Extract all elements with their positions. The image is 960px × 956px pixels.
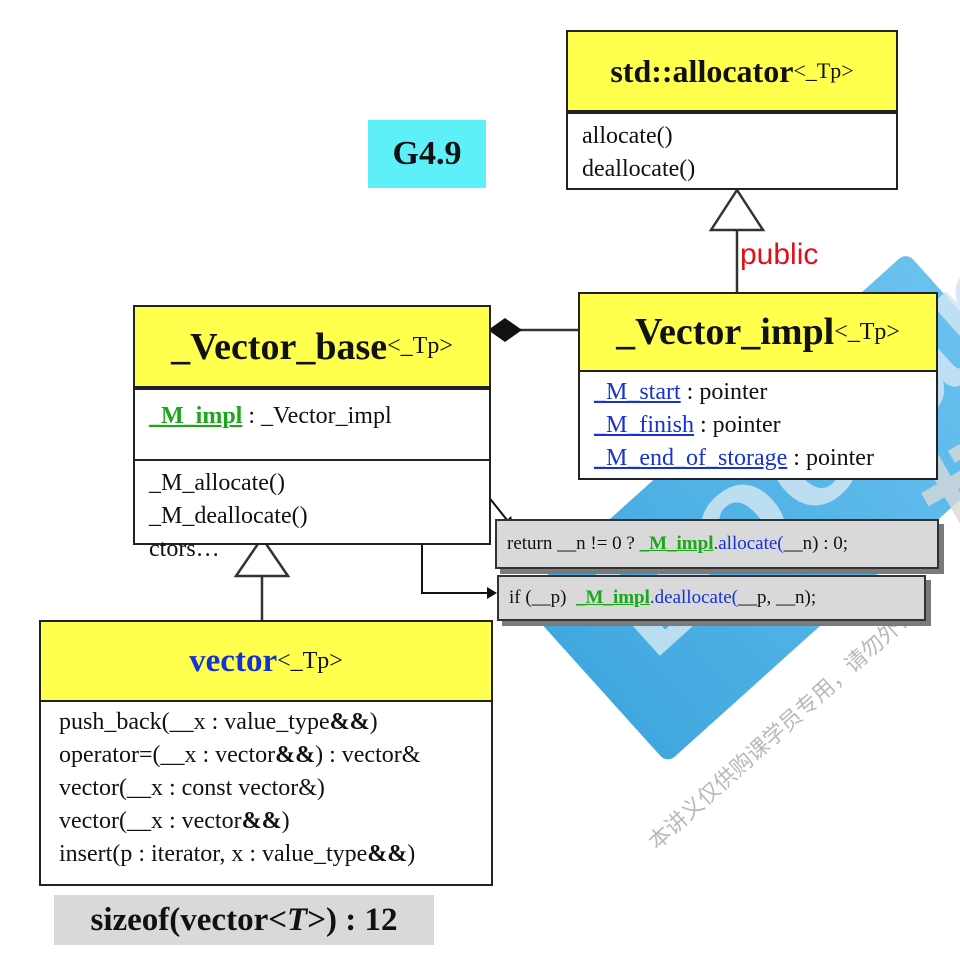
inheritance-triangle-allocator: [708, 187, 766, 232]
code-impl: _M_impl: [576, 587, 650, 608]
member-type: : pointer: [680, 379, 768, 405]
allocator-class-box: std::allocator <_Tp> allocate() dealloca…: [566, 30, 898, 190]
code-call: .deallocate(: [649, 587, 738, 608]
sizeof-label: sizeof(vector<T>) : 12: [54, 895, 434, 945]
vector-base-attributes: _M_impl : _Vector_impl: [135, 388, 489, 459]
code-arg: __p, __n: [738, 587, 805, 608]
vector-method: vector(__x : const vector&): [59, 775, 325, 801]
vector-base-method: ctors…: [149, 536, 220, 562]
member-name: _M_start: [594, 379, 681, 405]
sizeof-pre: sizeof(vector<: [90, 901, 288, 938]
vector-name: vector: [189, 642, 278, 679]
inheritance-label: public: [740, 238, 819, 271]
vector-method: operator=(__x : vector&&) : vector&: [59, 742, 421, 768]
sizeof-type: T: [287, 901, 308, 938]
vector-impl-title: _Vector_impl <_Tp>: [580, 294, 936, 372]
vector-impl-member: _M_finish : pointer: [594, 409, 936, 442]
code-impl: _M_impl: [639, 533, 714, 554]
member-type: : pointer: [694, 412, 781, 438]
vector-method: push_back(__x : value_type&&): [59, 709, 378, 735]
vector-impl-name: _Vector_impl: [616, 311, 835, 353]
vector-base-template: <_Tp>: [387, 333, 453, 359]
allocator-title: std::allocator <_Tp>: [568, 32, 896, 112]
vector-impl-member: _M_end_of_storage : pointer: [594, 442, 936, 475]
vector-impl-member: _M_start : pointer: [594, 376, 936, 409]
vector-base-method: _M_deallocate(): [149, 503, 308, 529]
member-name: _M_impl: [149, 403, 243, 429]
vector-title: vector <_Tp>: [41, 622, 491, 702]
allocator-methods: allocate() deallocate(): [568, 112, 896, 190]
vector-impl-class-box: _Vector_impl <_Tp> _M_start : pointer _M…: [578, 292, 938, 480]
code-suffix: ) : 0;: [812, 533, 849, 554]
inheritance-triangle-vector-base: [233, 535, 291, 578]
allocator-name: std::allocator: [610, 52, 794, 89]
vector-method: vector(__x : vector&&): [59, 808, 290, 834]
code-call: .allocate(: [713, 533, 784, 554]
vector-methods: push_back(__x : value_type&&) operator=(…: [41, 702, 491, 871]
vector-base-attribute: _M_impl : _Vector_impl: [149, 400, 475, 433]
code-suffix: );: [804, 587, 817, 608]
code-text: return __n != 0 ?: [507, 533, 640, 554]
vector-impl-members: _M_start : pointer _M_finish : pointer _…: [580, 372, 936, 475]
vector-base-class-box: _Vector_base <_Tp> _M_impl : _Vector_imp…: [133, 305, 491, 562]
vector-base-methods: _M_allocate() _M_deallocate() ctors…: [135, 459, 489, 570]
allocator-method: allocate(): [582, 123, 673, 149]
vector-template: <_Tp>: [277, 647, 343, 674]
vector-base-name: _Vector_base: [171, 325, 388, 368]
member-name: _M_finish: [594, 412, 695, 438]
sizeof-post: >) : 12: [307, 901, 398, 938]
composition-diamond: [488, 318, 522, 342]
code-text: if (__p): [509, 587, 577, 608]
version-badge: G4.9: [368, 120, 486, 188]
deallocate-code-note: if (__p) _M_impl.deallocate(__p, __n);: [497, 575, 926, 621]
allocate-code-note: return __n != 0 ? _M_impl.allocate(__n) …: [495, 519, 939, 569]
vector-base-title: _Vector_base <_Tp>: [135, 307, 489, 388]
code-arg: __n: [783, 533, 813, 554]
allocator-method: deallocate(): [582, 156, 696, 182]
member-type: : _Vector_impl: [242, 403, 392, 429]
member-name: _M_end_of_storage: [594, 445, 788, 471]
vector-class-box: vector <_Tp> push_back(__x : value_type&…: [39, 620, 493, 886]
vector-method: insert(p : iterator, x : value_type&&): [59, 841, 416, 867]
allocator-template: <_Tp>: [793, 58, 854, 83]
member-type: : pointer: [787, 445, 874, 471]
vector-base-method: _M_allocate(): [149, 470, 285, 496]
vector-impl-template: <_Tp>: [834, 318, 900, 345]
